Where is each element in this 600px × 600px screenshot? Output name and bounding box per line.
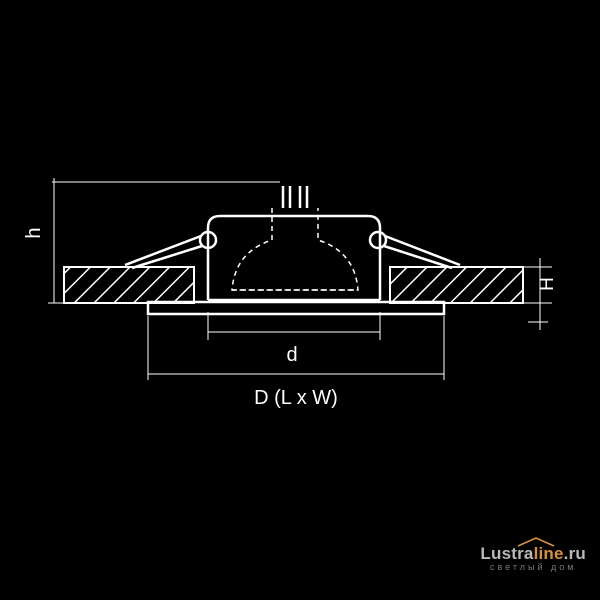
logo-tagline: светлый дом bbox=[489, 562, 577, 572]
dimension-D-label: D (L x W) bbox=[254, 387, 338, 409]
connector-pins bbox=[281, 186, 309, 208]
bulb-outline bbox=[231, 208, 359, 291]
dimension-H bbox=[523, 258, 552, 330]
dimension-d bbox=[207, 312, 381, 340]
logo-wordmark: Lustraline.ru bbox=[480, 544, 586, 563]
dimension-h bbox=[48, 178, 280, 304]
dimension-d-label: d bbox=[286, 344, 297, 366]
spring-clip-right bbox=[368, 230, 461, 270]
ceiling-left bbox=[63, 266, 195, 304]
trim-plate bbox=[146, 300, 446, 316]
dimension-D bbox=[147, 316, 445, 380]
dimension-h-label: h bbox=[23, 227, 45, 238]
ceiling-right bbox=[389, 266, 524, 304]
lustraline-logo: Lustraline.ru светлый дом bbox=[480, 537, 586, 572]
roof-icon bbox=[518, 537, 555, 547]
spring-clip-left bbox=[124, 230, 218, 270]
lamp-housing bbox=[206, 214, 382, 302]
dimension-H-label: H bbox=[537, 277, 558, 291]
